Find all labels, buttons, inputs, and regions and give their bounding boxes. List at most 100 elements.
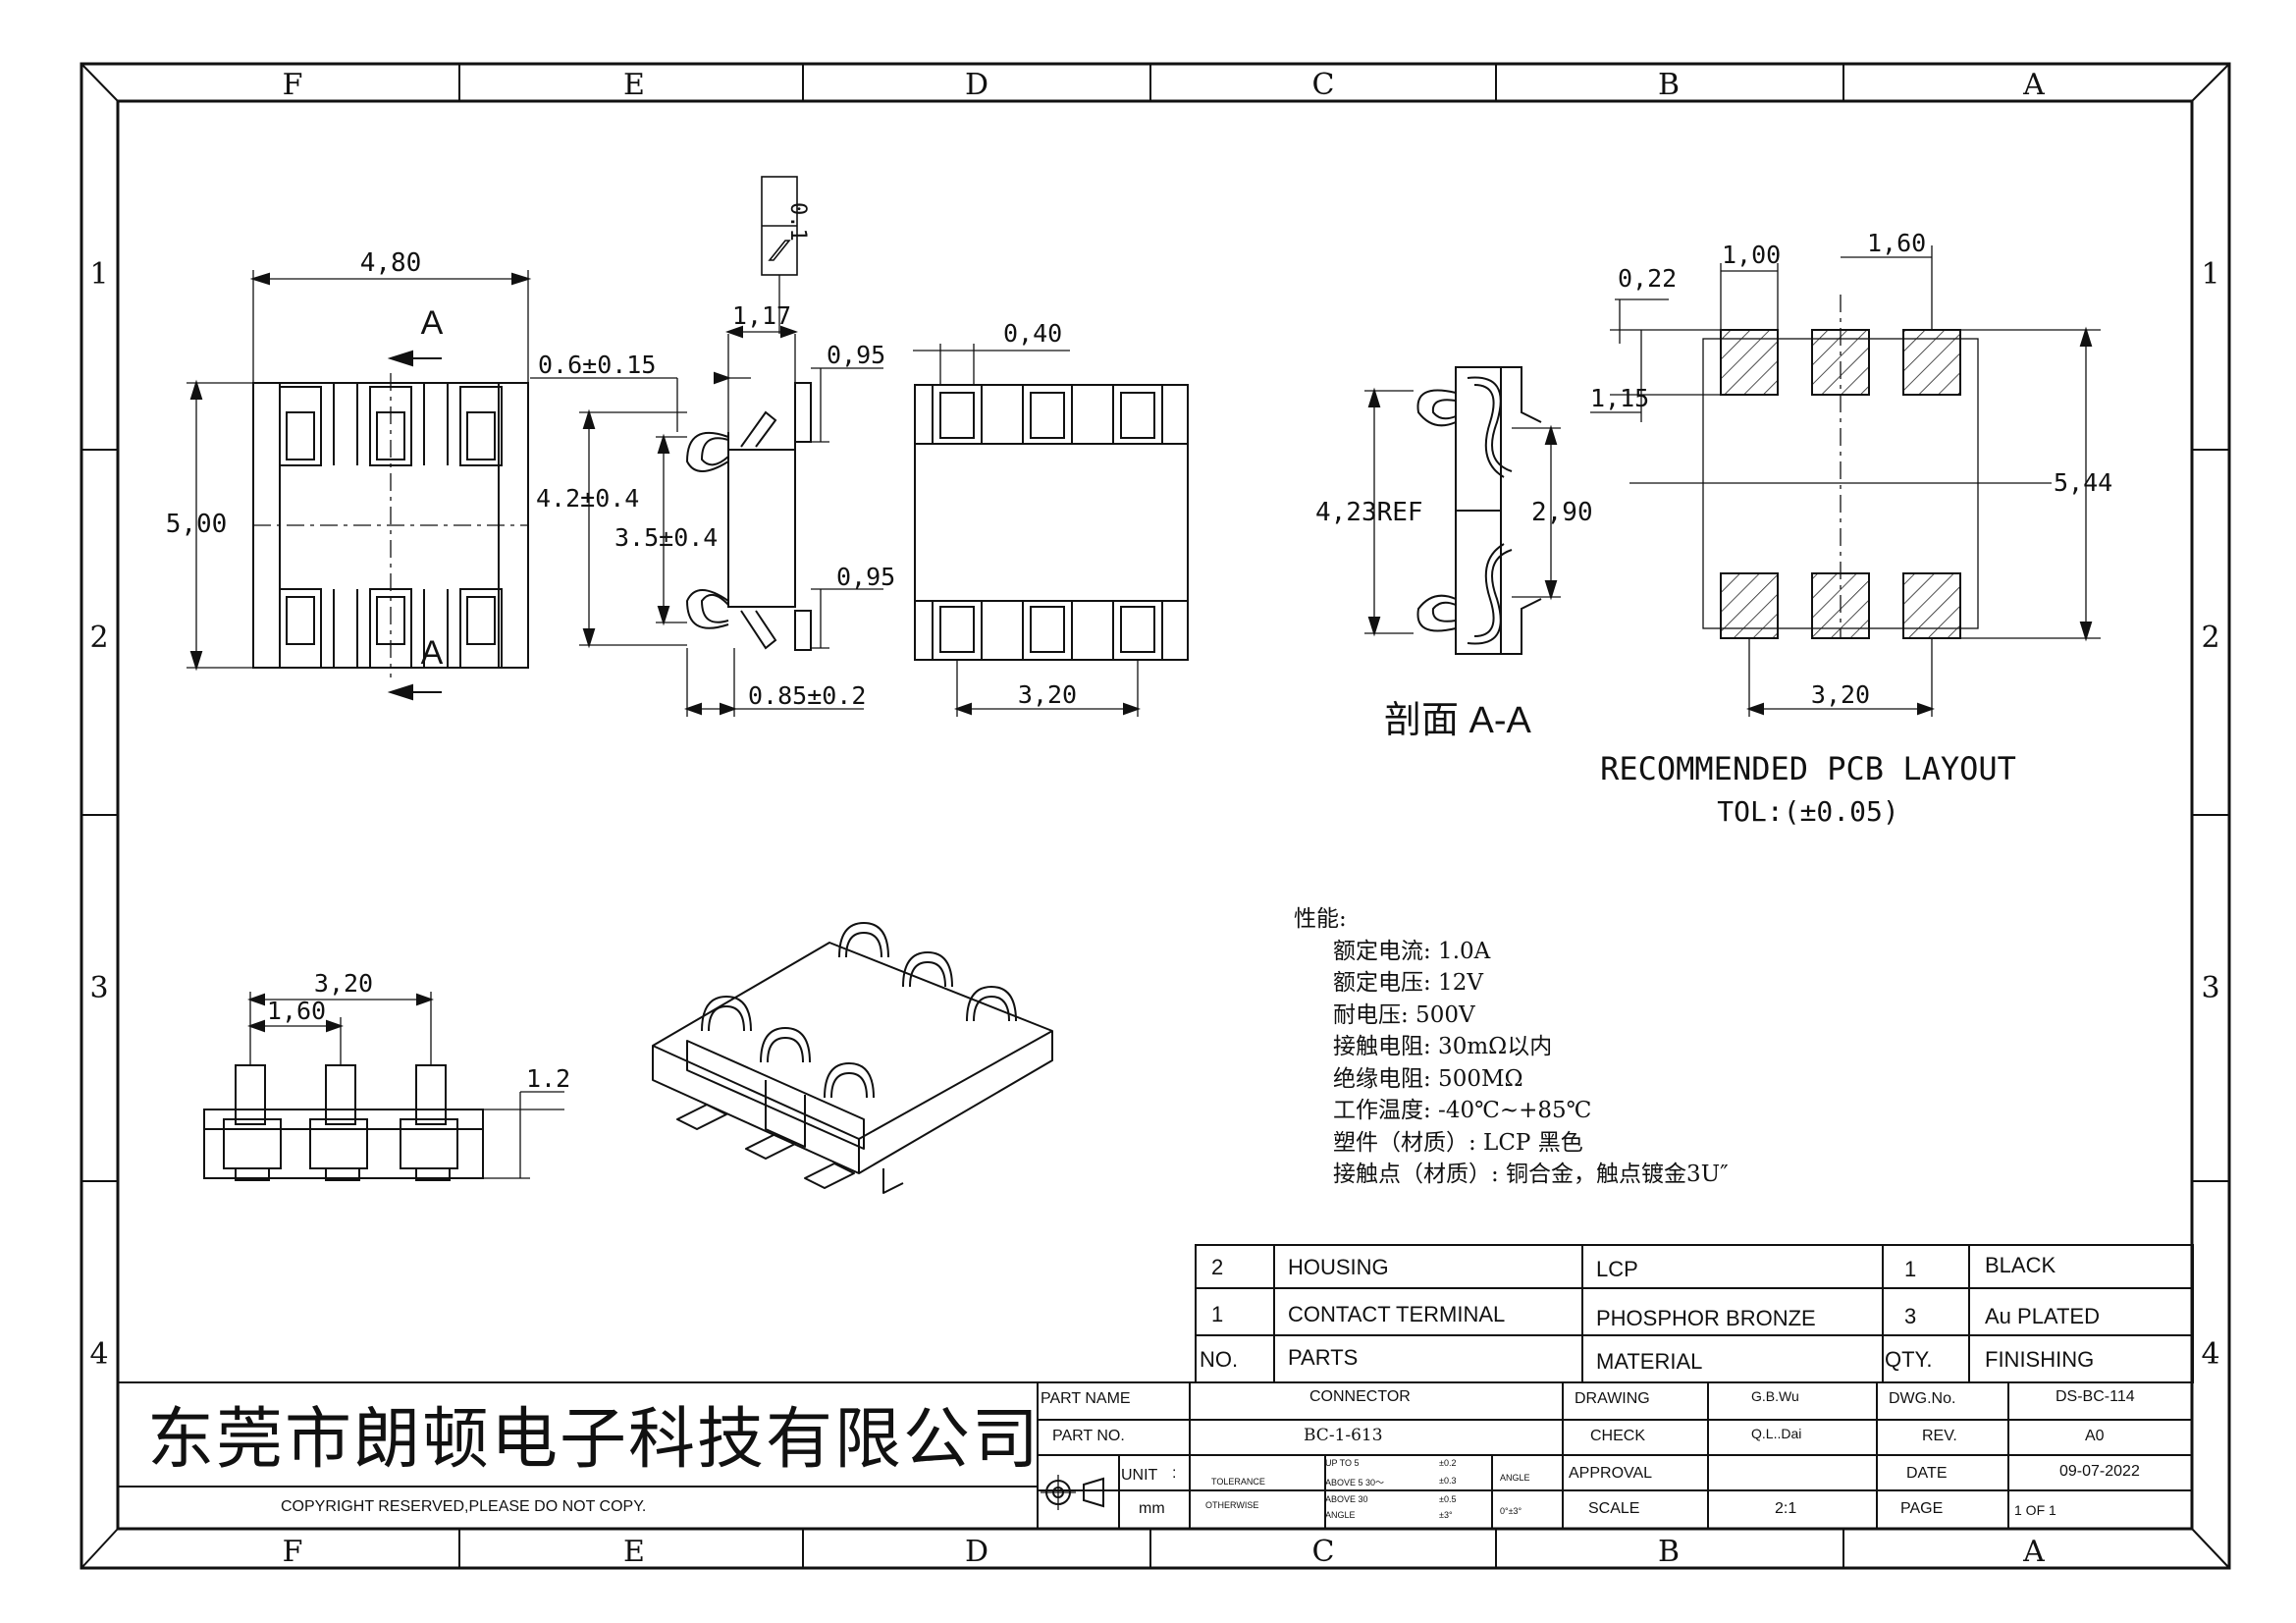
zone-col-top-e: E <box>623 68 645 102</box>
tol-value: ±0.5 <box>1439 1494 1457 1504</box>
front-view <box>203 992 564 1181</box>
iso-contacts <box>701 922 1017 1099</box>
zone-row-right-3: 3 <box>2201 971 2219 1005</box>
top-contacts-row1 <box>279 383 503 466</box>
dim-1-17: 1,17 <box>732 301 791 330</box>
zone-row-left-2: 2 <box>89 621 108 655</box>
bom-header-material: MATERIAL <box>1596 1349 1703 1374</box>
bom-row-part: HOUSING <box>1288 1255 1389 1279</box>
bom-header-finishing: FINISHING <box>1985 1347 2095 1372</box>
angle-label: ANGLE <box>1500 1473 1530 1483</box>
part-name-label: PART NAME <box>1041 1390 1131 1407</box>
dim-0-6: 0.6±0.15 <box>538 351 656 379</box>
zone-row-right-2: 2 <box>2201 621 2219 655</box>
section-title: 剖面 A-A <box>1384 700 1532 741</box>
tolerance-label: TOLERANCE <box>1211 1477 1265 1487</box>
dim-4-2: 4.2±0.4 <box>536 484 639 513</box>
dim-0-95-upper: 0,95 <box>827 341 885 369</box>
bom-row-qty: 1 <box>1904 1257 1917 1281</box>
dim-3-20-bottom: 3,20 <box>1018 680 1077 709</box>
dim-1-60: 1,60 <box>1867 229 1926 257</box>
bom-row-no: 1 <box>1211 1302 1224 1326</box>
zone-col-bottom-b: B <box>1658 1535 1680 1569</box>
dim-4-23ref: 4,23REF <box>1315 498 1423 527</box>
approval-label: APPROVAL <box>1569 1465 1653 1482</box>
unit-label: UNIT <box>1121 1467 1158 1484</box>
company-name: 东莞市朗顿电子科技有限公司 <box>147 1401 1041 1479</box>
zone-col-top-c: C <box>1312 68 1335 102</box>
bom-header-qty: QTY. <box>1885 1347 1933 1372</box>
bom-row-finish: Au PLATED <box>1985 1304 2100 1328</box>
flatness-value: 0.1 <box>785 202 810 242</box>
zone-col-bottom-e: E <box>623 1535 645 1569</box>
page-label: PAGE <box>1900 1500 1944 1517</box>
zone-col-top-f: F <box>283 68 303 102</box>
dim-1-00: 1,00 <box>1722 241 1781 269</box>
bom-header-parts: PARTS <box>1288 1345 1359 1370</box>
dim-1-2: 1.2 <box>526 1064 570 1093</box>
zone-row-left-1: 1 <box>89 257 108 292</box>
dim-1-60-front: 1,60 <box>267 997 326 1025</box>
tol-value: ±3° <box>1439 1510 1453 1520</box>
tol-range: ABOVE 5 30～ <box>1325 1478 1385 1488</box>
pcb-layout <box>1590 245 2101 717</box>
section-mark-a-top: A <box>421 304 444 342</box>
dim-5-00: 5,00 <box>166 510 228 539</box>
drawing-label: DRAWING <box>1575 1390 1650 1407</box>
rev-label: REV. <box>1922 1428 1957 1444</box>
dim-3-20-pcb: 3,20 <box>1811 680 1870 709</box>
top-view <box>187 270 532 701</box>
spec-line: 接触电阻: 30mΩ以内 <box>1333 1034 1553 1059</box>
top-view-labels: 4,80 5,00 A A <box>166 248 444 672</box>
otherwise-label: OTHERWISE <box>1205 1500 1259 1510</box>
zone-col-bottom-a: A <box>2022 1535 2045 1569</box>
isometric-view <box>652 922 1053 1194</box>
drawing-by: G.B.Wu <box>1751 1388 1799 1404</box>
section-mark-a-bottom: A <box>421 634 444 672</box>
scale-label: SCALE <box>1588 1500 1640 1517</box>
unit-value: mm <box>1139 1500 1165 1517</box>
pcb-layout-labels: 0,22 1,00 1,60 1,15 5,44 3,20 RECOMMENDE… <box>1590 229 2112 828</box>
zone-col-top-d: D <box>965 68 988 102</box>
top-contacts-row2 <box>279 588 503 669</box>
spec-line: 绝缘电阻: 500MΩ <box>1333 1065 1523 1092</box>
zone-row-right-4: 4 <box>2201 1337 2219 1372</box>
bottom-view-labels: 0,40 3,20 <box>1003 319 1077 709</box>
unit-colon: : <box>1172 1465 1177 1482</box>
bom-row-no: 2 <box>1211 1255 1224 1279</box>
pcb-layout-tolerance: TOL:(±0.05) <box>1717 795 1898 828</box>
spec-line: 耐电压: 500V <box>1333 1001 1475 1028</box>
zone-col-bottom-c: C <box>1312 1535 1335 1569</box>
check-by: Q.L..Dai <box>1751 1426 1802 1441</box>
page-value: 1 OF 1 <box>2014 1502 2056 1518</box>
rev-value: A0 <box>2085 1428 2105 1444</box>
check-label: CHECK <box>1590 1428 1646 1444</box>
pcb-pads <box>1720 329 1961 639</box>
tol-range: UP TO 5 <box>1325 1458 1360 1468</box>
date-value: 09-07-2022 <box>2059 1463 2140 1480</box>
tol-range: ABOVE 30 <box>1325 1494 1368 1504</box>
zone-labels: F E D C B A F E D C B A 1 2 3 4 1 2 3 4 <box>89 68 2219 1569</box>
section-view-labels: 4,23REF 2,90 剖面 A-A <box>1315 498 1593 741</box>
spec-line: 接触点（材质）: 铜合金，触点镀金3U″ <box>1333 1162 1729 1187</box>
zone-row-right-1: 1 <box>2201 257 2219 292</box>
dim-0-40: 0,40 <box>1003 319 1062 348</box>
part-no-value: BC-1-613 <box>1304 1426 1383 1445</box>
bom-row-part: CONTACT TERMINAL <box>1288 1302 1506 1326</box>
zone-col-bottom-f: F <box>283 1535 303 1569</box>
pcb-layout-title: RECOMMENDED PCB LAYOUT <box>1600 750 2016 787</box>
zone-row-left-3: 3 <box>89 971 108 1005</box>
spec-list: 性能: 额定电流: 1.0A 额定电压: 12V 耐电压: 500V 接触电阻:… <box>1294 903 1729 1191</box>
tol-value: ±0.2 <box>1439 1458 1457 1468</box>
spec-line: 额定电压: 12V <box>1333 970 1483 996</box>
front-view-labels: 3,20 1,60 1.2 <box>267 969 570 1093</box>
sheet-frame <box>80 62 2231 1570</box>
dim-0-85: 0.85±0.2 <box>748 681 866 710</box>
section-view <box>1364 366 1561 655</box>
dim-1-15: 1,15 <box>1590 384 1649 412</box>
tol-range: ANGLE <box>1325 1510 1356 1520</box>
dim-2-90: 2,90 <box>1531 498 1593 527</box>
side-view-labels: 1,17 0.6±0.15 0,95 4.2±0.4 3.5±0.4 0,95 … <box>536 202 895 710</box>
dim-0-95-lower: 0,95 <box>836 563 895 591</box>
